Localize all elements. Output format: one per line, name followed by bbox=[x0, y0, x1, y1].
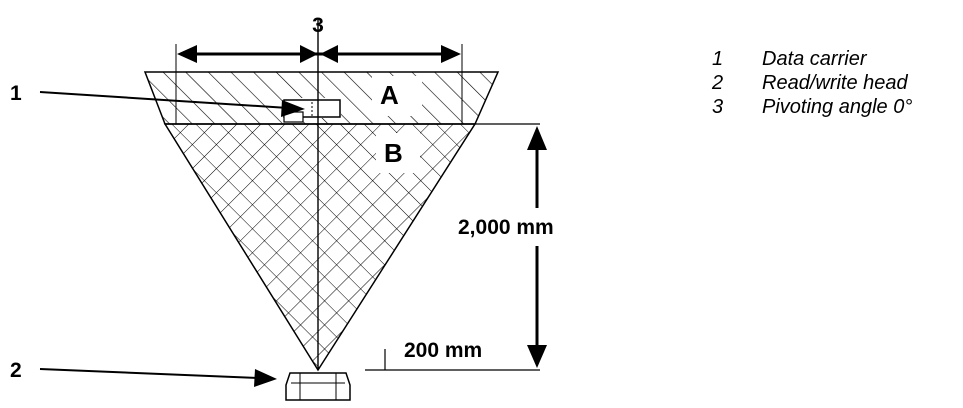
legend-item-3-number: 3 bbox=[712, 96, 723, 118]
zone-b-area bbox=[163, 123, 477, 372]
read-write-head-symbol bbox=[285, 372, 351, 401]
range-dimension-arrow bbox=[527, 126, 547, 368]
callout-2-number: 2 bbox=[10, 359, 22, 382]
min-distance-label-bg bbox=[400, 338, 519, 362]
callout-3-number: 3 bbox=[312, 14, 324, 37]
callout-2-leader bbox=[39, 368, 277, 387]
legend-item-3-label: Pivoting angle 0° bbox=[762, 96, 912, 118]
legend-item-2-label: Read/write head bbox=[762, 72, 909, 94]
zone-a-label: A bbox=[380, 80, 399, 110]
callout-1-number: 1 bbox=[10, 82, 22, 105]
legend: 1 Data carrier 2 Read/write head 3 Pivot… bbox=[711, 48, 912, 118]
zone-a-label-bg bbox=[372, 76, 422, 116]
min-distance-label: 200 mm bbox=[404, 339, 482, 362]
legend-item-2-number: 2 bbox=[711, 72, 723, 94]
callout-1-leader bbox=[39, 91, 305, 117]
pivot-width-dimension bbox=[175, 44, 463, 124]
legend-item-1-number: 1 bbox=[712, 48, 723, 70]
data-carrier-symbol bbox=[283, 99, 341, 123]
zone-b-label: B bbox=[384, 138, 403, 168]
zone-b-label-bg bbox=[376, 133, 420, 173]
legend-item-1-label: Data carrier bbox=[762, 48, 868, 70]
range-dimension-label: 2,000 mm bbox=[458, 216, 554, 239]
